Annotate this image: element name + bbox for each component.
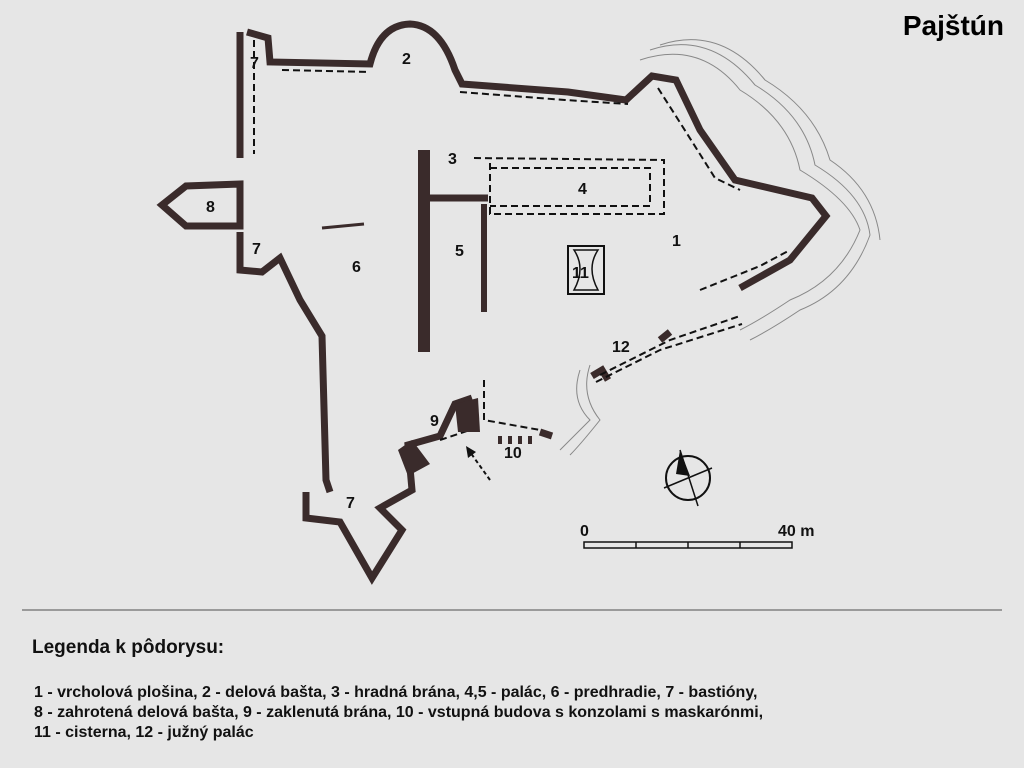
label-1: 1: [672, 233, 681, 250]
scale-bar: 0 40 m: [580, 523, 814, 549]
label-7-north: 7: [250, 55, 259, 72]
label-11: 11: [572, 265, 589, 282]
plan-labels: 1 2 3 4 5 6 7 7 7 8 9 10 11 12: [206, 51, 681, 512]
divider: [22, 609, 1002, 611]
label-6: 6: [352, 259, 361, 276]
label-2: 2: [402, 51, 411, 68]
dashed-walls: [253, 40, 791, 441]
label-3: 3: [448, 151, 457, 168]
entrance-arrow: [466, 446, 491, 481]
label-7-south: 7: [346, 495, 355, 512]
legend-heading: Legenda k pôdorysu:: [32, 637, 225, 658]
label-12: 12: [612, 339, 630, 356]
north-arrow-icon: [663, 449, 713, 507]
gate-9: [455, 398, 480, 432]
castle-floor-plan: 0 40 m 1 2 3 4 5 6 7 7 7 8 9 10 11 12: [156, 20, 881, 585]
entrance-building-10: [398, 440, 430, 476]
label-10: 10: [504, 445, 522, 462]
rock-contours: [559, 39, 881, 456]
legend-line: 11 - cisterna, 12 - južný palác: [34, 724, 254, 741]
wall-fragment: [321, 222, 365, 230]
bastion-8: [156, 180, 244, 230]
legend-line: 8 - zahrotená delová bašta, 9 - zaklenut…: [34, 704, 764, 721]
scale-start-label: 0: [580, 523, 589, 540]
legend-line: 1 - vrcholová plošina, 2 - delová bašta,…: [34, 684, 758, 701]
label-9: 9: [430, 413, 439, 430]
scale-end-label: 40 m: [778, 523, 814, 540]
label-8: 8: [206, 199, 215, 216]
label-5: 5: [455, 243, 464, 260]
consoles-10: [498, 436, 532, 444]
legend-text: 1 - vrcholová plošina, 2 - delová bašta,…: [34, 683, 994, 743]
label-7-west: 7: [252, 241, 261, 258]
castle-walls: [236, 20, 831, 585]
cistern-11: [567, 245, 605, 295]
page-title: Pajštún: [902, 10, 1004, 41]
label-4: 4: [578, 181, 587, 198]
